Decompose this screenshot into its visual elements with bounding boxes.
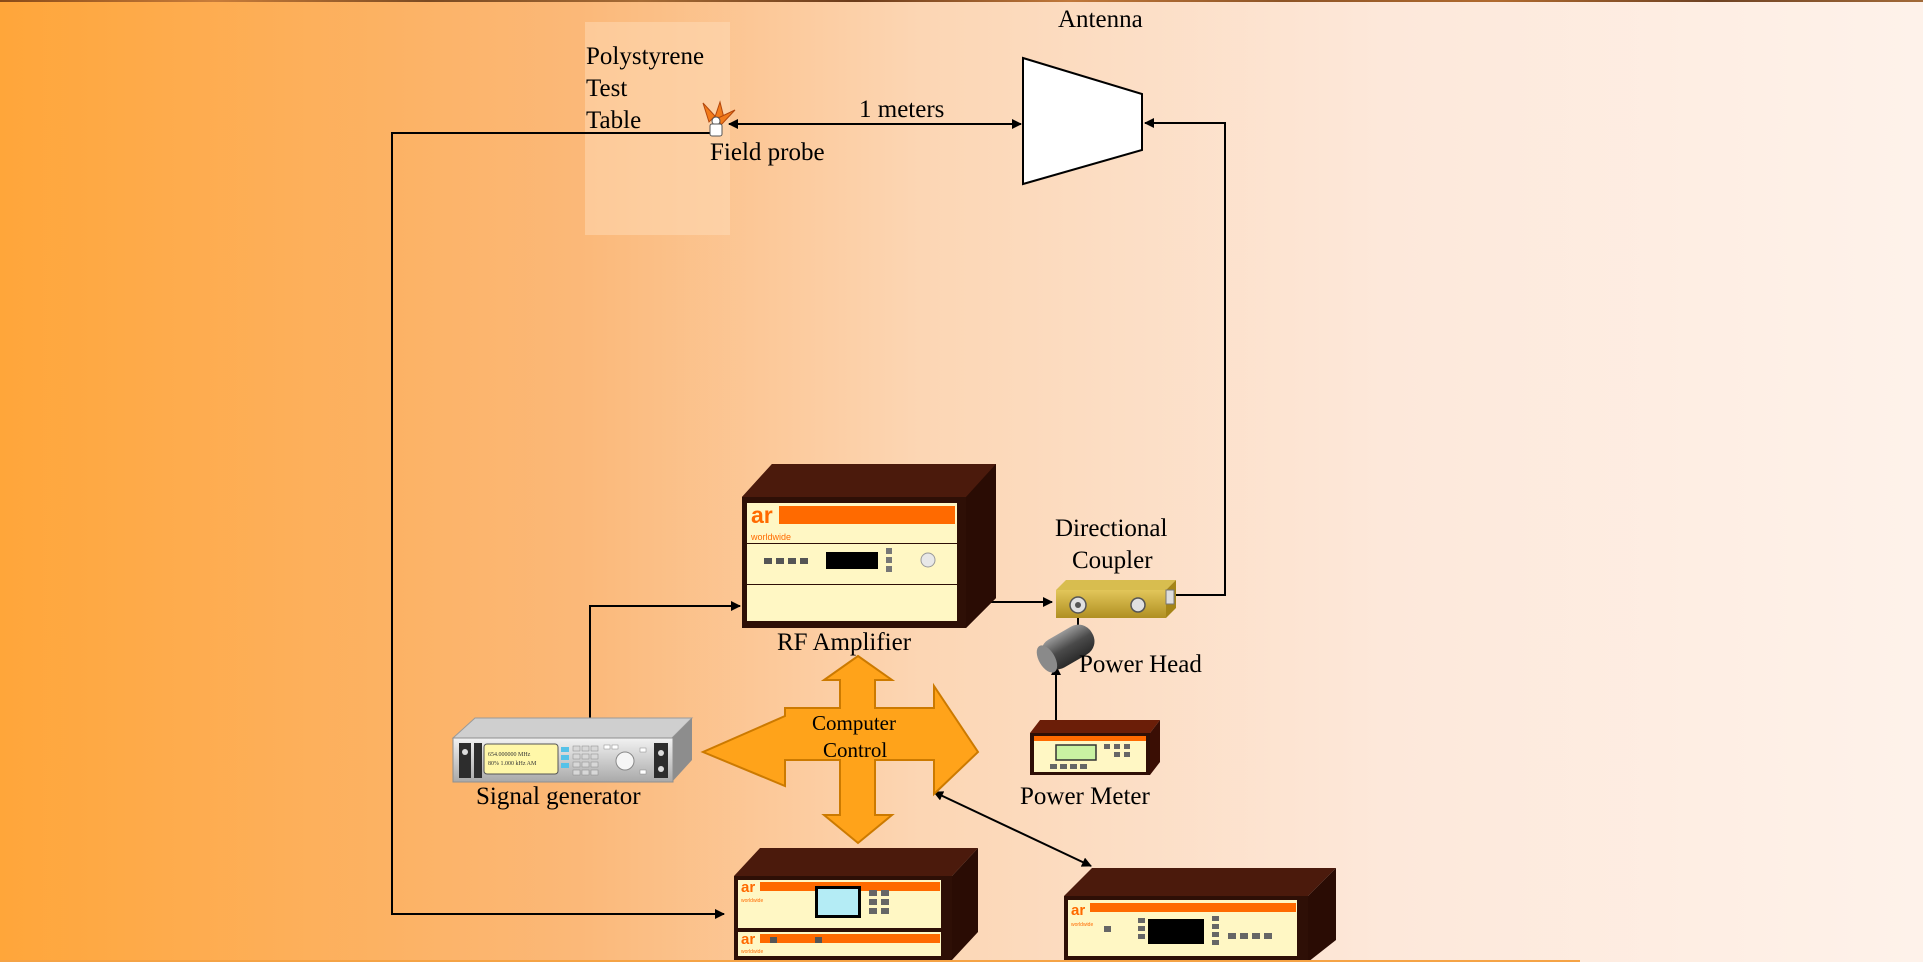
signal-generator-label: Signal generator bbox=[476, 783, 641, 810]
monitor-brand-logo-2: ar bbox=[741, 931, 755, 948]
generator-to-amplifier-line bbox=[589, 601, 741, 722]
polystyrene-label-line-3: Table bbox=[586, 107, 642, 134]
polystyrene-label-line-2: Test bbox=[586, 75, 628, 102]
polystyrene-label-line-1: Polystyrene bbox=[586, 43, 705, 70]
antenna-shape bbox=[1022, 56, 1143, 186]
signal-generator-device bbox=[451, 717, 694, 783]
computer-control-label-line-1: Computer bbox=[812, 711, 896, 735]
probe-to-analyzer-line bbox=[391, 132, 725, 919]
power-head-label: Power Head bbox=[1079, 651, 1202, 678]
distance-label: 1 meters bbox=[859, 96, 945, 123]
controller-brand-sub: worldwide bbox=[1071, 922, 1093, 928]
antenna-label: Antenna bbox=[1058, 6, 1143, 33]
system-controller-device bbox=[1064, 868, 1336, 962]
generator-display-line-2: 80% 1.000 kHz AM bbox=[488, 761, 537, 767]
monitor-brand-sub-2: worldwide bbox=[741, 949, 763, 955]
monitor-brand-sub: worldwide bbox=[741, 898, 763, 904]
rf-amplifier-device bbox=[742, 464, 996, 628]
power-meter-label: Power Meter bbox=[1020, 783, 1150, 810]
controller-brand-logo: ar bbox=[1071, 902, 1085, 919]
field-probe-label: Field probe bbox=[710, 139, 825, 166]
meter-brand-logo: ar bbox=[1036, 736, 1043, 743]
power-meter-device bbox=[1030, 720, 1160, 775]
bottom-accent-line bbox=[0, 960, 1580, 962]
coupler-to-antenna-line bbox=[1144, 118, 1226, 596]
bottom-band bbox=[0, 962, 1923, 965]
connection-lines bbox=[391, 118, 1226, 919]
amp-brand-sub: worldwide bbox=[750, 532, 791, 542]
amp-brand-logo: ar bbox=[751, 502, 773, 528]
control-to-controller-line bbox=[933, 791, 1092, 867]
field-monitor-device bbox=[734, 848, 978, 960]
polystyrene-test-table bbox=[585, 22, 730, 235]
generator-display-line-1: 654.000000 MHz bbox=[488, 752, 531, 758]
directional-coupler-label-line-1: Directional bbox=[1055, 515, 1168, 542]
monitor-brand-logo: ar bbox=[741, 879, 755, 896]
computer-control-label-line-2: Control bbox=[823, 738, 888, 762]
computer-control-cross bbox=[700, 654, 980, 845]
power-head-device bbox=[1036, 624, 1095, 673]
field-probe-icon bbox=[702, 100, 736, 137]
rf-amplifier-label: RF Amplifier bbox=[777, 629, 912, 656]
directional-coupler-device bbox=[1056, 580, 1176, 618]
top-image-strip bbox=[0, 0, 1923, 2]
directional-coupler-label-line-2: Coupler bbox=[1072, 547, 1153, 574]
